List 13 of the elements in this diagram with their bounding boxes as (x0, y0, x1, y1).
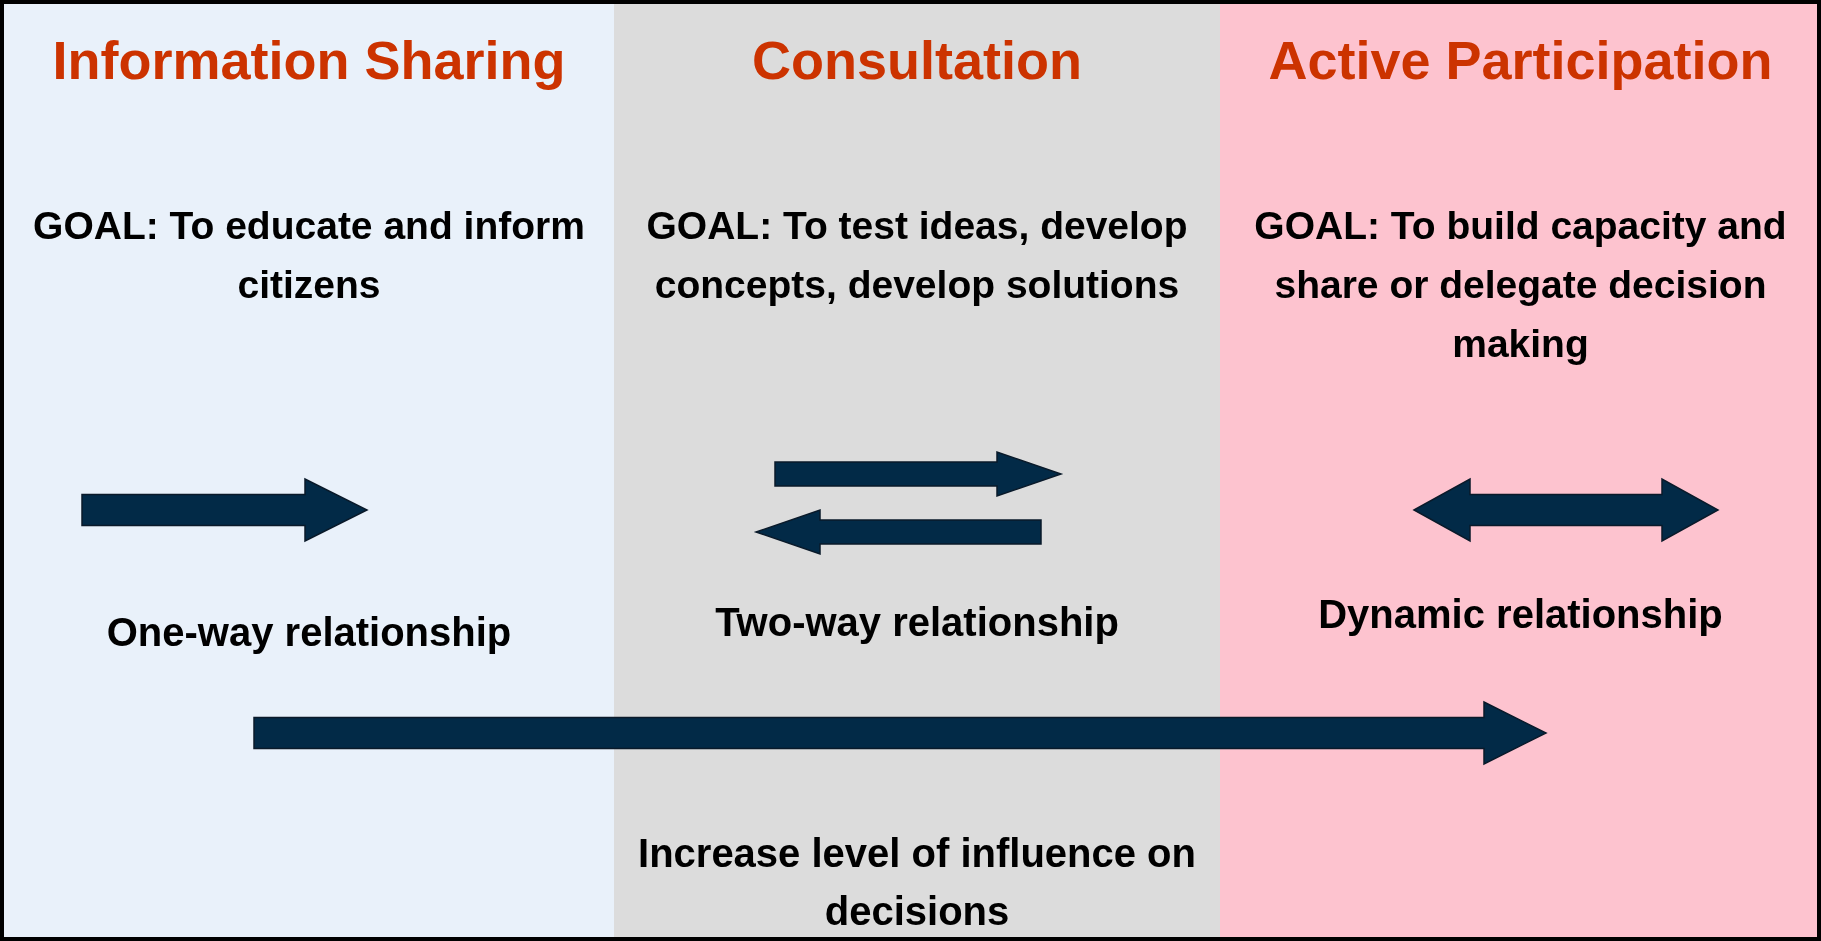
stage-band (4, 4, 614, 937)
axis-label: Increase level of influence on decisions (637, 830, 1197, 935)
goal-text: GOAL: To build capacity and share or delegate decision making (1253, 203, 1788, 367)
relationship-label: Dynamic relationship (1317, 591, 1724, 638)
stage-heading: Active Participation (1267, 30, 1774, 90)
relationship-label: One-way relationship (105, 609, 513, 656)
stage-heading: Consultation (751, 30, 1083, 90)
stage-band (614, 4, 1220, 937)
goal-text: GOAL: To test ideas, develop concepts, develop solutions (645, 203, 1189, 308)
relationship-label: Two-way relationship (714, 599, 1120, 646)
stage-heading: Information Sharing (51, 30, 567, 90)
goal-text: GOAL: To educate and inform citizens (32, 203, 586, 308)
stage-band (1220, 4, 1817, 937)
